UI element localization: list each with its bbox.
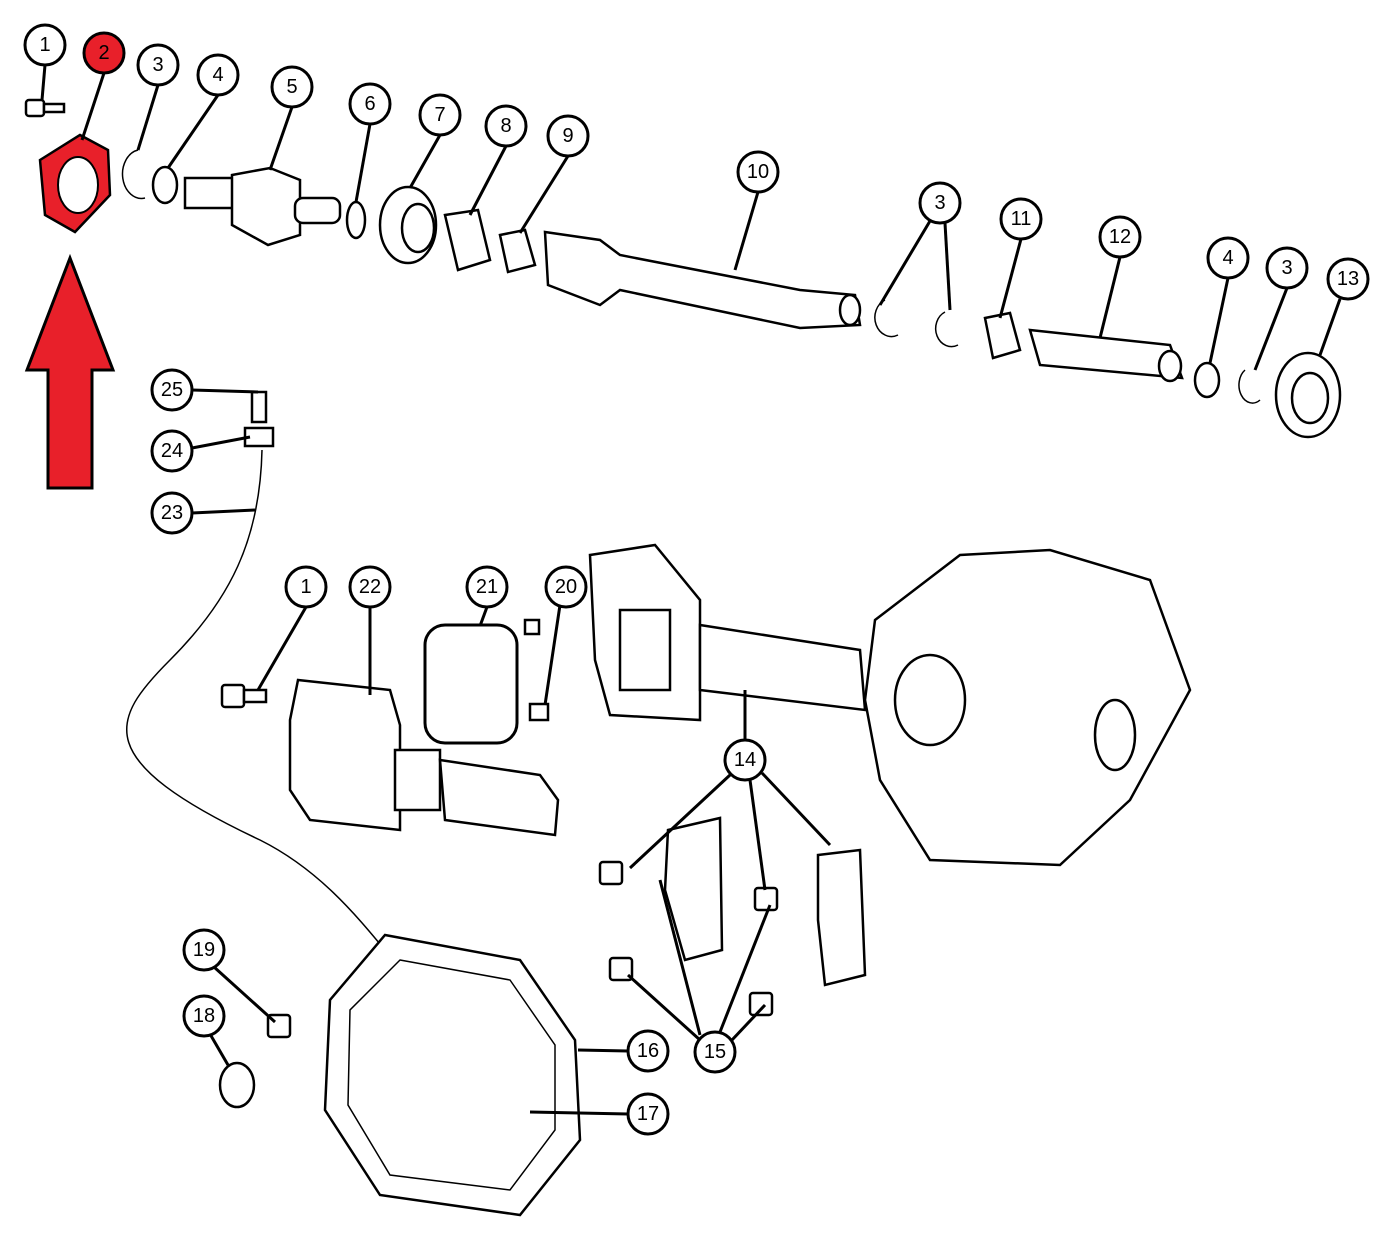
callout-label: 12 bbox=[1109, 226, 1131, 248]
callout-24[interactable]: 24 bbox=[150, 429, 194, 473]
callout-label: 17 bbox=[637, 1103, 659, 1125]
callout-label: 22 bbox=[359, 576, 381, 598]
part-vent-hose-23[interactable] bbox=[126, 390, 421, 991]
part-snap-ring-3b[interactable] bbox=[874, 299, 899, 338]
callout-19[interactable]: 19 bbox=[182, 928, 226, 972]
callout-label: 21 bbox=[476, 576, 498, 598]
callout-label: 8 bbox=[500, 115, 511, 137]
callout-label: 25 bbox=[161, 379, 183, 401]
part-gasket-21[interactable] bbox=[423, 623, 519, 745]
callout-label: 11 bbox=[1011, 208, 1032, 230]
part-bearing-9[interactable] bbox=[498, 228, 537, 274]
part-shaft-5[interactable] bbox=[183, 166, 342, 247]
callout-label: 1 bbox=[300, 576, 311, 598]
callout-2-highlighted[interactable]: 2 bbox=[82, 31, 126, 75]
part-shaft-12[interactable] bbox=[1028, 328, 1184, 383]
callout-label: 23 bbox=[161, 502, 183, 524]
callout-label: 16 bbox=[637, 1040, 659, 1062]
callout-label: 20 bbox=[555, 576, 577, 598]
callout-3b[interactable]: 3 bbox=[918, 181, 962, 225]
part-shim-4[interactable] bbox=[151, 165, 179, 205]
callout-label: 5 bbox=[286, 76, 297, 98]
callout-22[interactable]: 22 bbox=[348, 565, 392, 609]
callout-12[interactable]: 12 bbox=[1098, 215, 1142, 259]
callout-label: 3 bbox=[1281, 257, 1292, 279]
callout-16[interactable]: 16 bbox=[626, 1029, 670, 1073]
callout-17[interactable]: 17 bbox=[626, 1092, 670, 1136]
callout-4[interactable]: 4 bbox=[196, 53, 240, 97]
callout-label: 14 bbox=[734, 749, 756, 771]
part-axle-housing[interactable] bbox=[588, 543, 1192, 867]
callout-15[interactable]: 15 bbox=[693, 1030, 737, 1074]
callout-23[interactable]: 23 bbox=[150, 491, 194, 535]
callout-label: 24 bbox=[161, 440, 183, 462]
callout-20[interactable]: 20 bbox=[544, 565, 588, 609]
part-bearing-cap-left[interactable] bbox=[663, 816, 724, 962]
part-diff-cover-16[interactable] bbox=[323, 933, 582, 1217]
callout-7[interactable]: 7 bbox=[418, 93, 462, 137]
part-ring-6[interactable] bbox=[345, 200, 367, 240]
callout-25[interactable]: 25 bbox=[150, 368, 194, 412]
part-snap-ring-3c[interactable] bbox=[934, 311, 959, 348]
callout-11[interactable]: 11 bbox=[999, 197, 1043, 241]
part-bolt-1[interactable] bbox=[24, 98, 66, 118]
highlight-arrow bbox=[24, 253, 116, 490]
callout-label: 1 bbox=[39, 34, 50, 56]
callout-label: 9 bbox=[562, 125, 573, 147]
callout-label: 19 bbox=[193, 939, 215, 961]
callout-8[interactable]: 8 bbox=[484, 104, 528, 148]
callout-13[interactable]: 13 bbox=[1326, 257, 1370, 301]
callout-label: 7 bbox=[434, 104, 445, 126]
callout-label: 10 bbox=[747, 161, 769, 183]
callout-label: 13 bbox=[1337, 268, 1359, 290]
callout-label: 3 bbox=[934, 192, 945, 214]
callout-label: 4 bbox=[1222, 247, 1233, 269]
callout-18[interactable]: 18 bbox=[182, 994, 226, 1038]
callout-label: 4 bbox=[212, 64, 223, 86]
callout-14[interactable]: 14 bbox=[723, 738, 767, 782]
callout-4b[interactable]: 4 bbox=[1206, 236, 1250, 280]
callout-9[interactable]: 9 bbox=[546, 114, 590, 158]
callout-5[interactable]: 5 bbox=[270, 65, 314, 109]
callout-label: 15 bbox=[704, 1041, 726, 1063]
callout-6[interactable]: 6 bbox=[348, 82, 392, 126]
part-retainer-2[interactable] bbox=[38, 133, 112, 234]
part-snap-ring-3[interactable] bbox=[121, 149, 146, 200]
callout-3c[interactable]: 3 bbox=[1265, 246, 1309, 290]
leader-lines bbox=[40, 64, 1342, 1116]
part-bearing-11[interactable] bbox=[983, 311, 1022, 360]
part-connector-20[interactable] bbox=[523, 618, 550, 722]
part-axle-shaft-10[interactable] bbox=[543, 230, 862, 330]
callout-label: 3 bbox=[152, 54, 163, 76]
part-actuator-22[interactable] bbox=[288, 678, 560, 837]
part-plug-18-19[interactable] bbox=[218, 1013, 292, 1109]
part-bearing-7[interactable] bbox=[378, 185, 438, 265]
part-seal-13[interactable] bbox=[1274, 351, 1342, 439]
callout-label: 6 bbox=[364, 93, 375, 115]
callout-21[interactable]: 21 bbox=[465, 565, 509, 609]
part-snap-ring-3d[interactable] bbox=[1238, 369, 1261, 404]
part-bolt-1b[interactable] bbox=[220, 683, 268, 709]
callout-3[interactable]: 3 bbox=[136, 43, 180, 87]
callout-1[interactable]: 1 bbox=[23, 23, 67, 67]
part-shim-4b[interactable] bbox=[1193, 361, 1221, 399]
callout-label: 18 bbox=[193, 1005, 215, 1027]
callout-1b[interactable]: 1 bbox=[284, 565, 328, 609]
callout-label: 2 bbox=[98, 42, 109, 64]
part-bearing-cap-right[interactable] bbox=[816, 848, 867, 987]
callout-10[interactable]: 10 bbox=[736, 150, 780, 194]
part-cup-8[interactable] bbox=[443, 208, 492, 272]
part-cap-bolts-15[interactable] bbox=[598, 860, 779, 1017]
